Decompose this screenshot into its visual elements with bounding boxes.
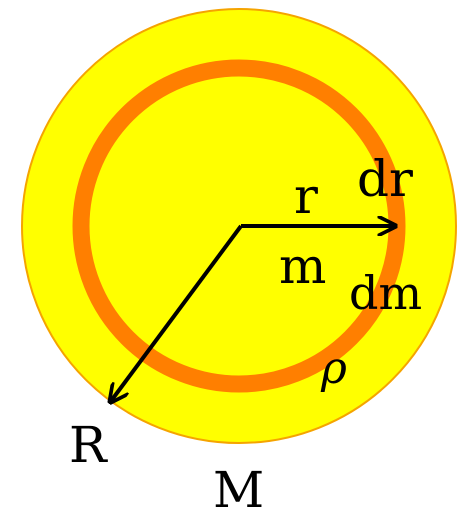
label-dr: dr bbox=[357, 150, 413, 208]
label-rho: ρ bbox=[320, 343, 347, 394]
label-m: m bbox=[279, 237, 326, 295]
label-r: r bbox=[294, 167, 318, 225]
label-R: R bbox=[69, 416, 108, 474]
radius-R-arrow bbox=[111, 224, 243, 401]
label-dm: dm bbox=[349, 266, 422, 320]
label-M: M bbox=[213, 461, 264, 515]
